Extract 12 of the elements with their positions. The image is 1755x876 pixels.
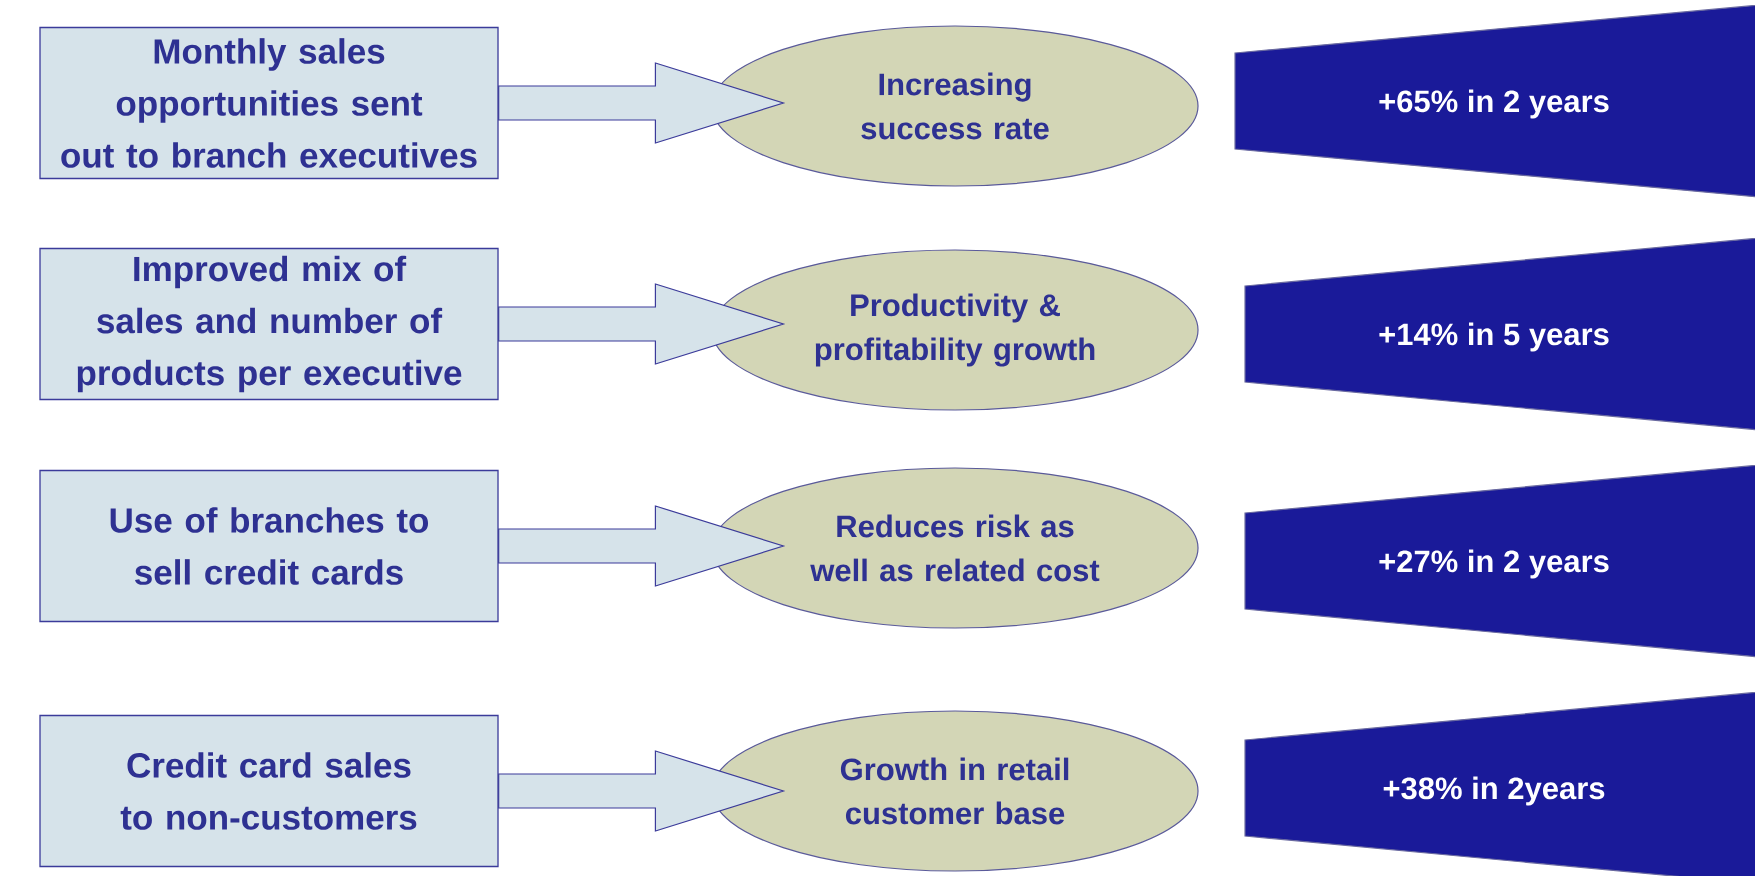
text-box: Credit card sales to non-customers	[39, 714, 499, 868]
text-box: Improved mix of sales and number of products per executive	[39, 247, 499, 401]
block-arrow	[498, 750, 786, 832]
block-arrow	[498, 62, 786, 144]
text-box: Use of branches to sell credit cards	[39, 469, 499, 623]
block-arrow	[498, 283, 786, 365]
trapezoid-banner: +27% in 2 years	[1244, 463, 1755, 659]
trapezoid-banner: +38% in 2years	[1244, 690, 1755, 876]
trapezoid-banner: +14% in 5 years	[1244, 236, 1755, 432]
trapezoid-banner: +65% in 2 years	[1234, 3, 1755, 199]
block-arrow	[498, 505, 786, 587]
text-box: Monthly sales opportunities sent out to branch executives	[39, 26, 499, 180]
